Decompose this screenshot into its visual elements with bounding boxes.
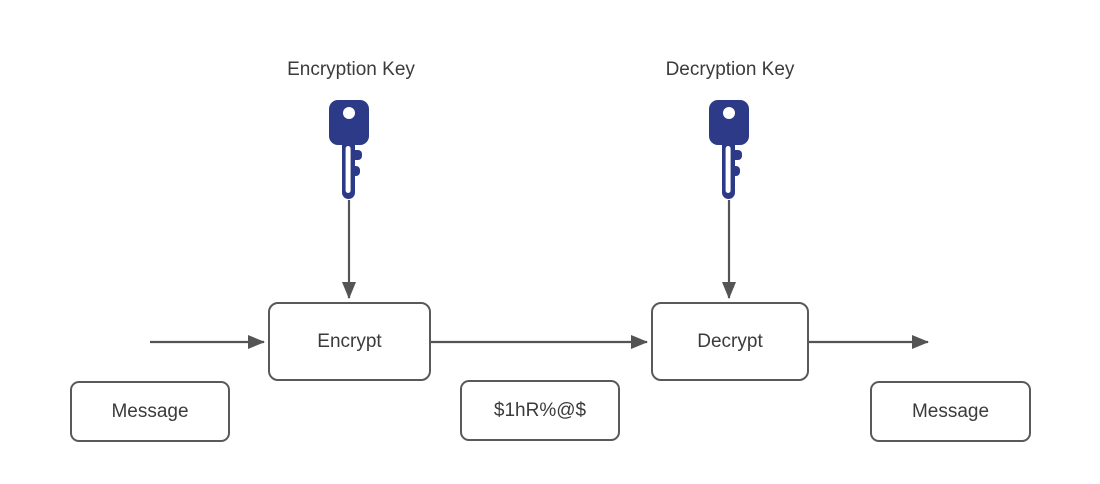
decryption-key-label: Decryption Key — [665, 59, 795, 80]
decrypt-box-label: Decrypt — [697, 331, 763, 352]
message-input-label: Message — [111, 401, 189, 422]
decryption-key-icon — [709, 100, 749, 199]
message-input-box: Message — [70, 381, 230, 442]
encryption-key-label: Encryption Key — [287, 59, 415, 80]
encryption-key-icon — [329, 100, 369, 199]
decrypt-box: Decrypt — [651, 302, 809, 381]
message-output-box: Message — [870, 381, 1031, 442]
encrypt-box-label: Encrypt — [317, 331, 382, 352]
ciphertext-label: $1hR%@$ — [493, 400, 587, 421]
ciphertext-box: $1hR%@$ — [460, 380, 620, 441]
encrypt-box: Encrypt — [268, 302, 431, 381]
message-output-label: Message — [911, 401, 990, 422]
